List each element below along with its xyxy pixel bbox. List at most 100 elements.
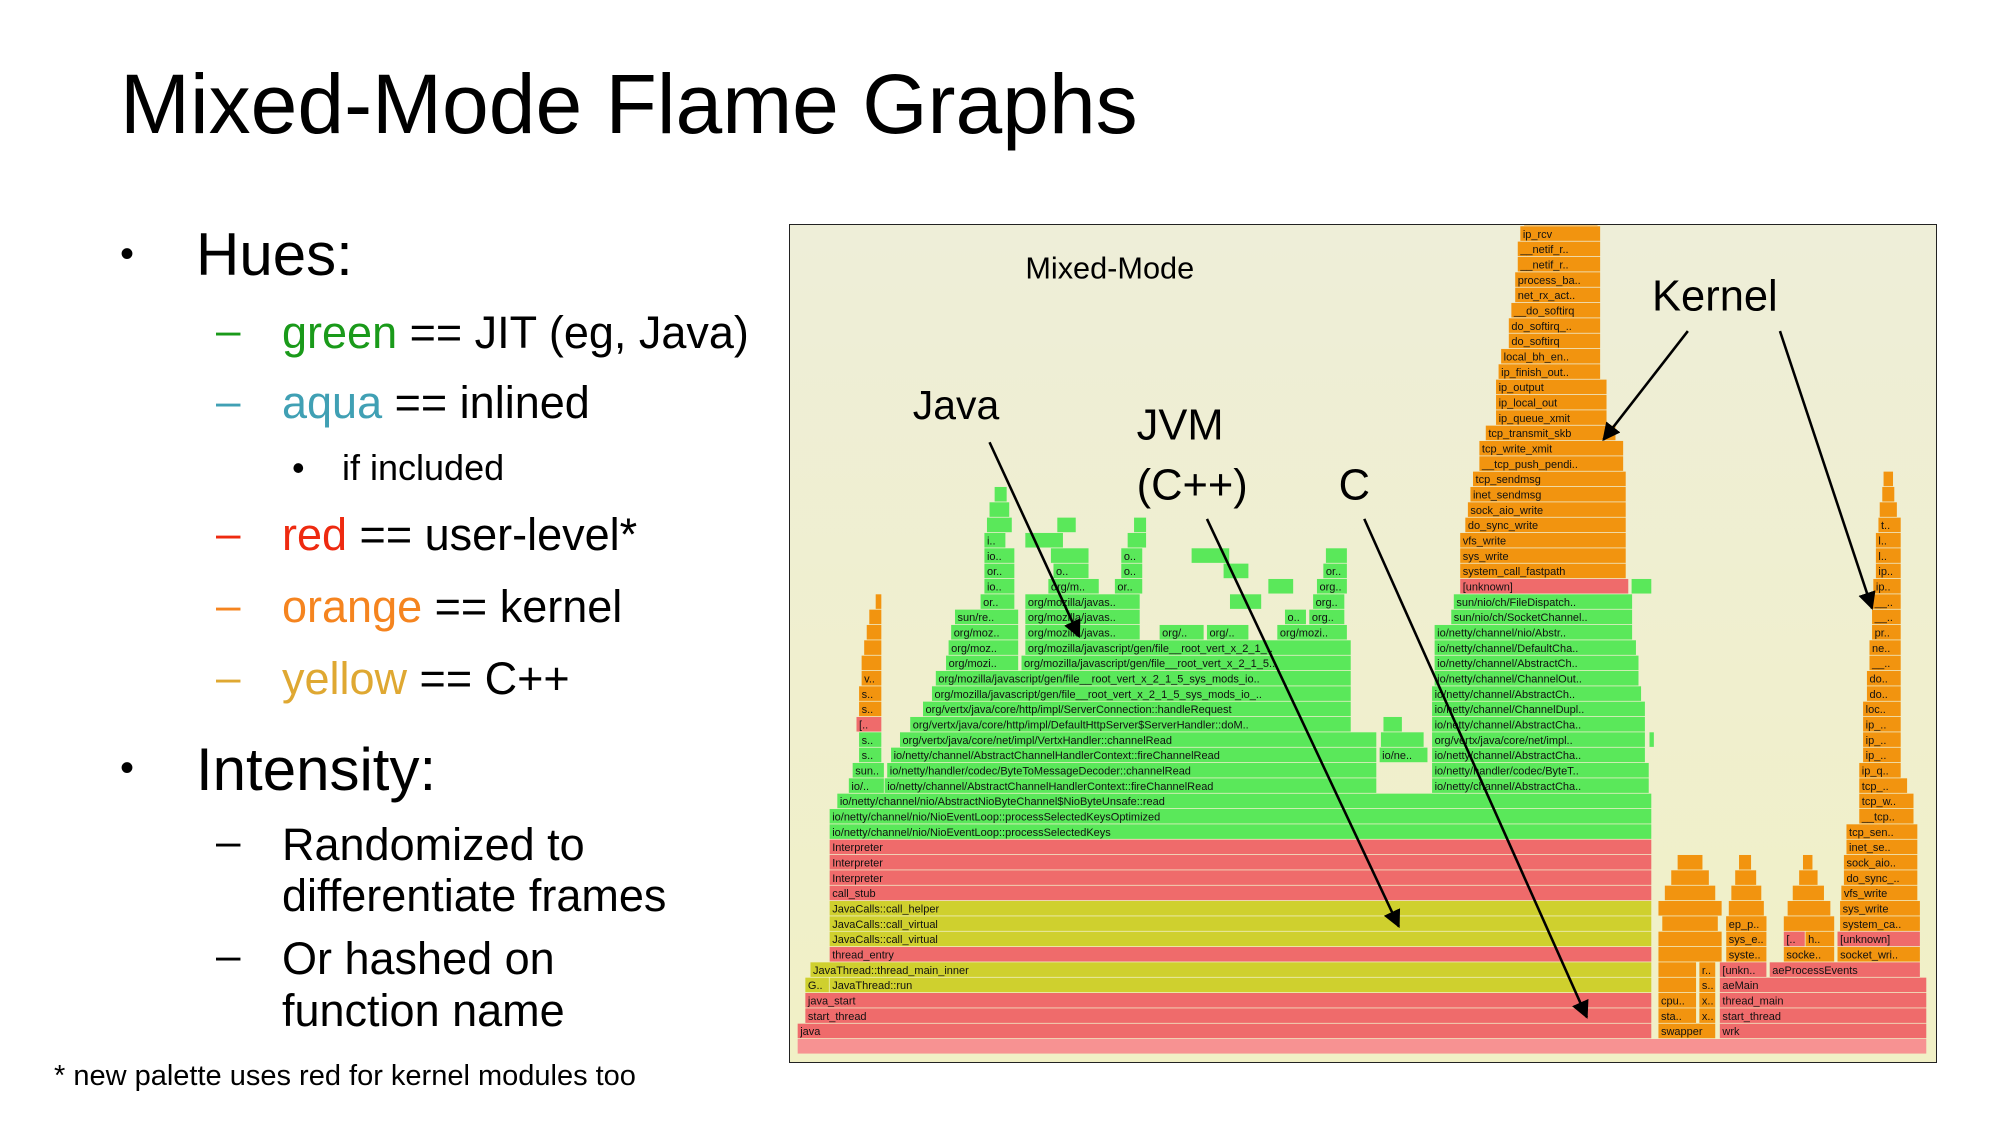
flame-frame[interactable] — [1434, 624, 1633, 640]
flame-frame-group[interactable]: __do_softirq — [1511, 302, 1601, 318]
flame-frame-group[interactable]: i.. — [984, 532, 1006, 548]
flame-frame-group[interactable]: socket_wri.. — [1837, 946, 1920, 962]
flame-frame-group[interactable]: __tcp.. — [1859, 808, 1914, 824]
flame-frame-group[interactable]: org/.. — [1159, 624, 1204, 640]
flame-frame[interactable] — [951, 624, 1019, 640]
flame-frame[interactable] — [1159, 624, 1204, 640]
flame-frame[interactable] — [810, 962, 1652, 977]
flame-frame[interactable] — [884, 778, 1377, 793]
flame-frame[interactable] — [984, 563, 1015, 579]
flame-frame[interactable] — [1875, 532, 1901, 548]
flame-frame-group[interactable]: sys_write — [1460, 548, 1626, 563]
flame-frame[interactable] — [1025, 609, 1140, 625]
flame-frame[interactable] — [1472, 471, 1626, 487]
flame-frame-group[interactable]: io/netty/channel/DefaultCha.. — [1434, 640, 1636, 655]
flame-frame[interactable] — [887, 762, 1377, 778]
flame-frame-group[interactable]: io/netty/channel/nio/AbstractNioByteChan… — [837, 793, 1652, 809]
flame-frame-group[interactable]: do_softirq — [1508, 333, 1601, 349]
flame-frame-group[interactable]: org/vertx/java/core/http/impl/ServerConn… — [923, 701, 1351, 717]
flame-frame-group[interactable]: s.. — [859, 701, 882, 717]
flame-frame[interactable] — [1872, 624, 1901, 640]
flame-frame-group[interactable]: sta.. — [1658, 1008, 1697, 1023]
flame-frame-group[interactable]: JavaCalls::call_virtual — [829, 916, 1652, 931]
flame-frame-group[interactable]: h.. — [1805, 931, 1835, 947]
flame-frame-group[interactable]: io/netty/channel/AbstractChannelHandlerC… — [884, 778, 1377, 793]
flame-frame[interactable] — [1872, 609, 1901, 625]
flame-frame-group[interactable]: or.. — [1323, 563, 1347, 579]
flame-frame[interactable] — [1837, 931, 1920, 947]
flame-frame-group[interactable]: syste.. — [1726, 946, 1767, 962]
flame-frame-group[interactable]: io/netty/channel/AbstractChannelHandlerC… — [891, 747, 1377, 763]
flame-frame[interactable] — [931, 686, 1351, 701]
flame-frame[interactable] — [1517, 256, 1601, 272]
flame-frame[interactable] — [1863, 701, 1901, 717]
flame-frame-group[interactable]: x.. — [1699, 1008, 1716, 1023]
flame-frame-group[interactable]: ip_finish_out.. — [1498, 364, 1601, 379]
flame-frame[interactable] — [1460, 532, 1626, 548]
flame-frame-group[interactable]: tcp_sen.. — [1846, 824, 1918, 839]
flame-frame[interactable] — [829, 824, 1652, 839]
flame-frame-group[interactable]: org/mozilla/javas.. — [1025, 594, 1140, 609]
flame-frame[interactable] — [1726, 916, 1767, 931]
flame-frame[interactable] — [1021, 655, 1351, 671]
flame-frame[interactable] — [1511, 302, 1601, 318]
flame-frame-group[interactable]: ip_output — [1496, 379, 1607, 395]
flame-frame[interactable] — [1053, 563, 1089, 579]
flame-frame[interactable] — [1496, 394, 1607, 410]
flame-frame[interactable] — [891, 747, 1377, 763]
flame-frame[interactable] — [946, 655, 1019, 671]
flame-frame-group[interactable]: __.. — [1872, 594, 1901, 609]
flame-frame-group[interactable]: org/moz.. — [951, 624, 1019, 640]
flame-frame-group[interactable]: org/mozi.. — [1277, 624, 1347, 640]
flame-frame[interactable] — [1379, 747, 1428, 763]
flame-frame[interactable] — [829, 931, 1652, 947]
flame-frame-group[interactable]: t.. — [1878, 517, 1901, 533]
flame-frame-group[interactable]: net_rx_act.. — [1515, 287, 1601, 303]
flame-frame[interactable] — [861, 670, 882, 686]
flame-frame-group[interactable]: [.. — [856, 716, 882, 732]
flame-frame-group[interactable]: org/mozilla/javascript/gen/file__root_ve… — [1025, 640, 1351, 655]
flame-frame[interactable] — [1783, 946, 1835, 962]
flame-frame-group[interactable]: io/netty/channel/nio/NioEventLoop::proce… — [829, 824, 1652, 839]
flame-frame[interactable] — [1843, 870, 1918, 885]
flame-frame[interactable] — [984, 578, 1015, 594]
flame-frame[interactable] — [1875, 563, 1901, 579]
flame-frame[interactable] — [899, 732, 1377, 747]
flame-frame-group[interactable]: io/netty/channel/AbstractCha.. — [1432, 778, 1649, 793]
flame-frame[interactable] — [852, 762, 884, 778]
flame-frame[interactable] — [1859, 778, 1908, 793]
flame-frame-group[interactable]: org/vertx/java/core/net/impl.. — [1432, 732, 1645, 747]
flame-frame[interactable] — [1840, 916, 1920, 931]
flame-frame-group[interactable]: io/netty/channel/nio/NioEventLoop::proce… — [829, 808, 1652, 824]
flame-frame-group[interactable]: ip_local_out — [1496, 394, 1607, 410]
flame-frame[interactable] — [1460, 563, 1626, 579]
flame-frame-group[interactable]: loc.. — [1863, 701, 1901, 717]
flame-frame[interactable] — [1863, 732, 1901, 747]
flame-frame-group[interactable]: tcp_write_xmit — [1479, 440, 1624, 456]
flame-frame[interactable] — [1206, 624, 1249, 640]
flame-frame-group[interactable]: __.. — [1872, 609, 1901, 625]
flame-frame[interactable] — [829, 885, 1652, 901]
flame-frame[interactable] — [1866, 670, 1901, 686]
flame-frame-group[interactable]: __netif_r.. — [1517, 256, 1601, 272]
flame-frame[interactable] — [1465, 517, 1626, 533]
flame-frame-group[interactable]: io/netty/channel/ChannelDupl.. — [1432, 701, 1645, 717]
flame-frame[interactable] — [1658, 1023, 1716, 1039]
flame-frame-group[interactable]: org.. — [1309, 609, 1345, 625]
flame-frame[interactable] — [1859, 762, 1901, 778]
flame-frame[interactable] — [1869, 640, 1901, 655]
flame-frame[interactable] — [1719, 992, 1927, 1008]
flame-frame-group[interactable]: start_thread — [805, 1008, 1652, 1023]
flame-frame-group[interactable]: tcp_w.. — [1859, 793, 1914, 809]
flame-frame-group[interactable]: [unknown] — [1837, 931, 1920, 947]
flame-frame[interactable] — [1658, 992, 1697, 1008]
flame-frame[interactable] — [859, 732, 882, 747]
flame-frame-group[interactable]: inet_se.. — [1846, 839, 1918, 855]
flame-frame-group[interactable]: tcp_transmit_skb — [1485, 425, 1616, 441]
flame-frame-group[interactable]: x.. — [1699, 992, 1716, 1008]
flame-frame[interactable] — [829, 900, 1652, 916]
flame-frame[interactable] — [1873, 578, 1901, 594]
flame-frame[interactable] — [1875, 548, 1901, 563]
flame-frame-group[interactable]: socke.. — [1783, 946, 1835, 962]
flame-frame[interactable] — [954, 609, 1019, 625]
